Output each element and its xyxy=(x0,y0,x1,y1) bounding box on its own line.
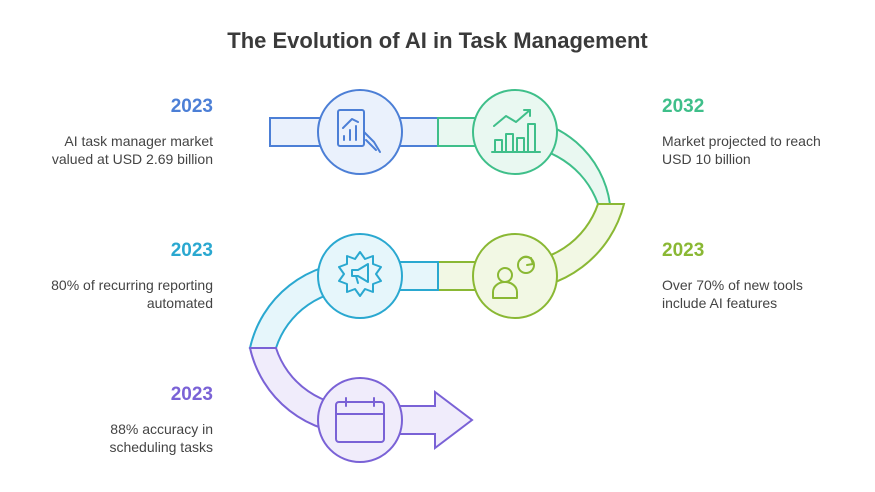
milestone-4-description: 80% of recurring reporting automated xyxy=(51,277,213,311)
milestone-1-description: AI task manager market valued at USD 2.6… xyxy=(51,133,213,167)
milestone-2-description: Market projected to reach USD 10 billion xyxy=(662,133,821,167)
milestone-circle-5 xyxy=(317,377,403,463)
milestone-1-year: 2023 xyxy=(170,96,213,117)
automation-gear-icon xyxy=(338,251,382,297)
milestone-3-description: Over 70% of new tools include AI feature… xyxy=(662,277,803,311)
milestone-circle-3 xyxy=(472,233,558,319)
milestone-circle-2 xyxy=(472,89,558,175)
report-chart-icon xyxy=(337,109,381,153)
milestone-5-year: 2023 xyxy=(170,384,213,405)
milestone-5-description: 88% accuracy in scheduling tasks xyxy=(109,421,213,455)
milestone-4-year: 2023 xyxy=(170,240,213,261)
milestone-circle-4 xyxy=(317,233,403,319)
band-segment-5 xyxy=(248,347,474,451)
person-ai-icon xyxy=(492,255,535,299)
milestone-3-year: 2023 xyxy=(662,240,705,261)
calendar-icon xyxy=(335,397,385,443)
bar-chart-growth-icon xyxy=(491,109,541,153)
milestone-circle-1 xyxy=(317,89,403,175)
page-title: The Evolution of AI in Task Management xyxy=(227,28,648,53)
milestone-2-year: 2032 xyxy=(662,96,705,117)
